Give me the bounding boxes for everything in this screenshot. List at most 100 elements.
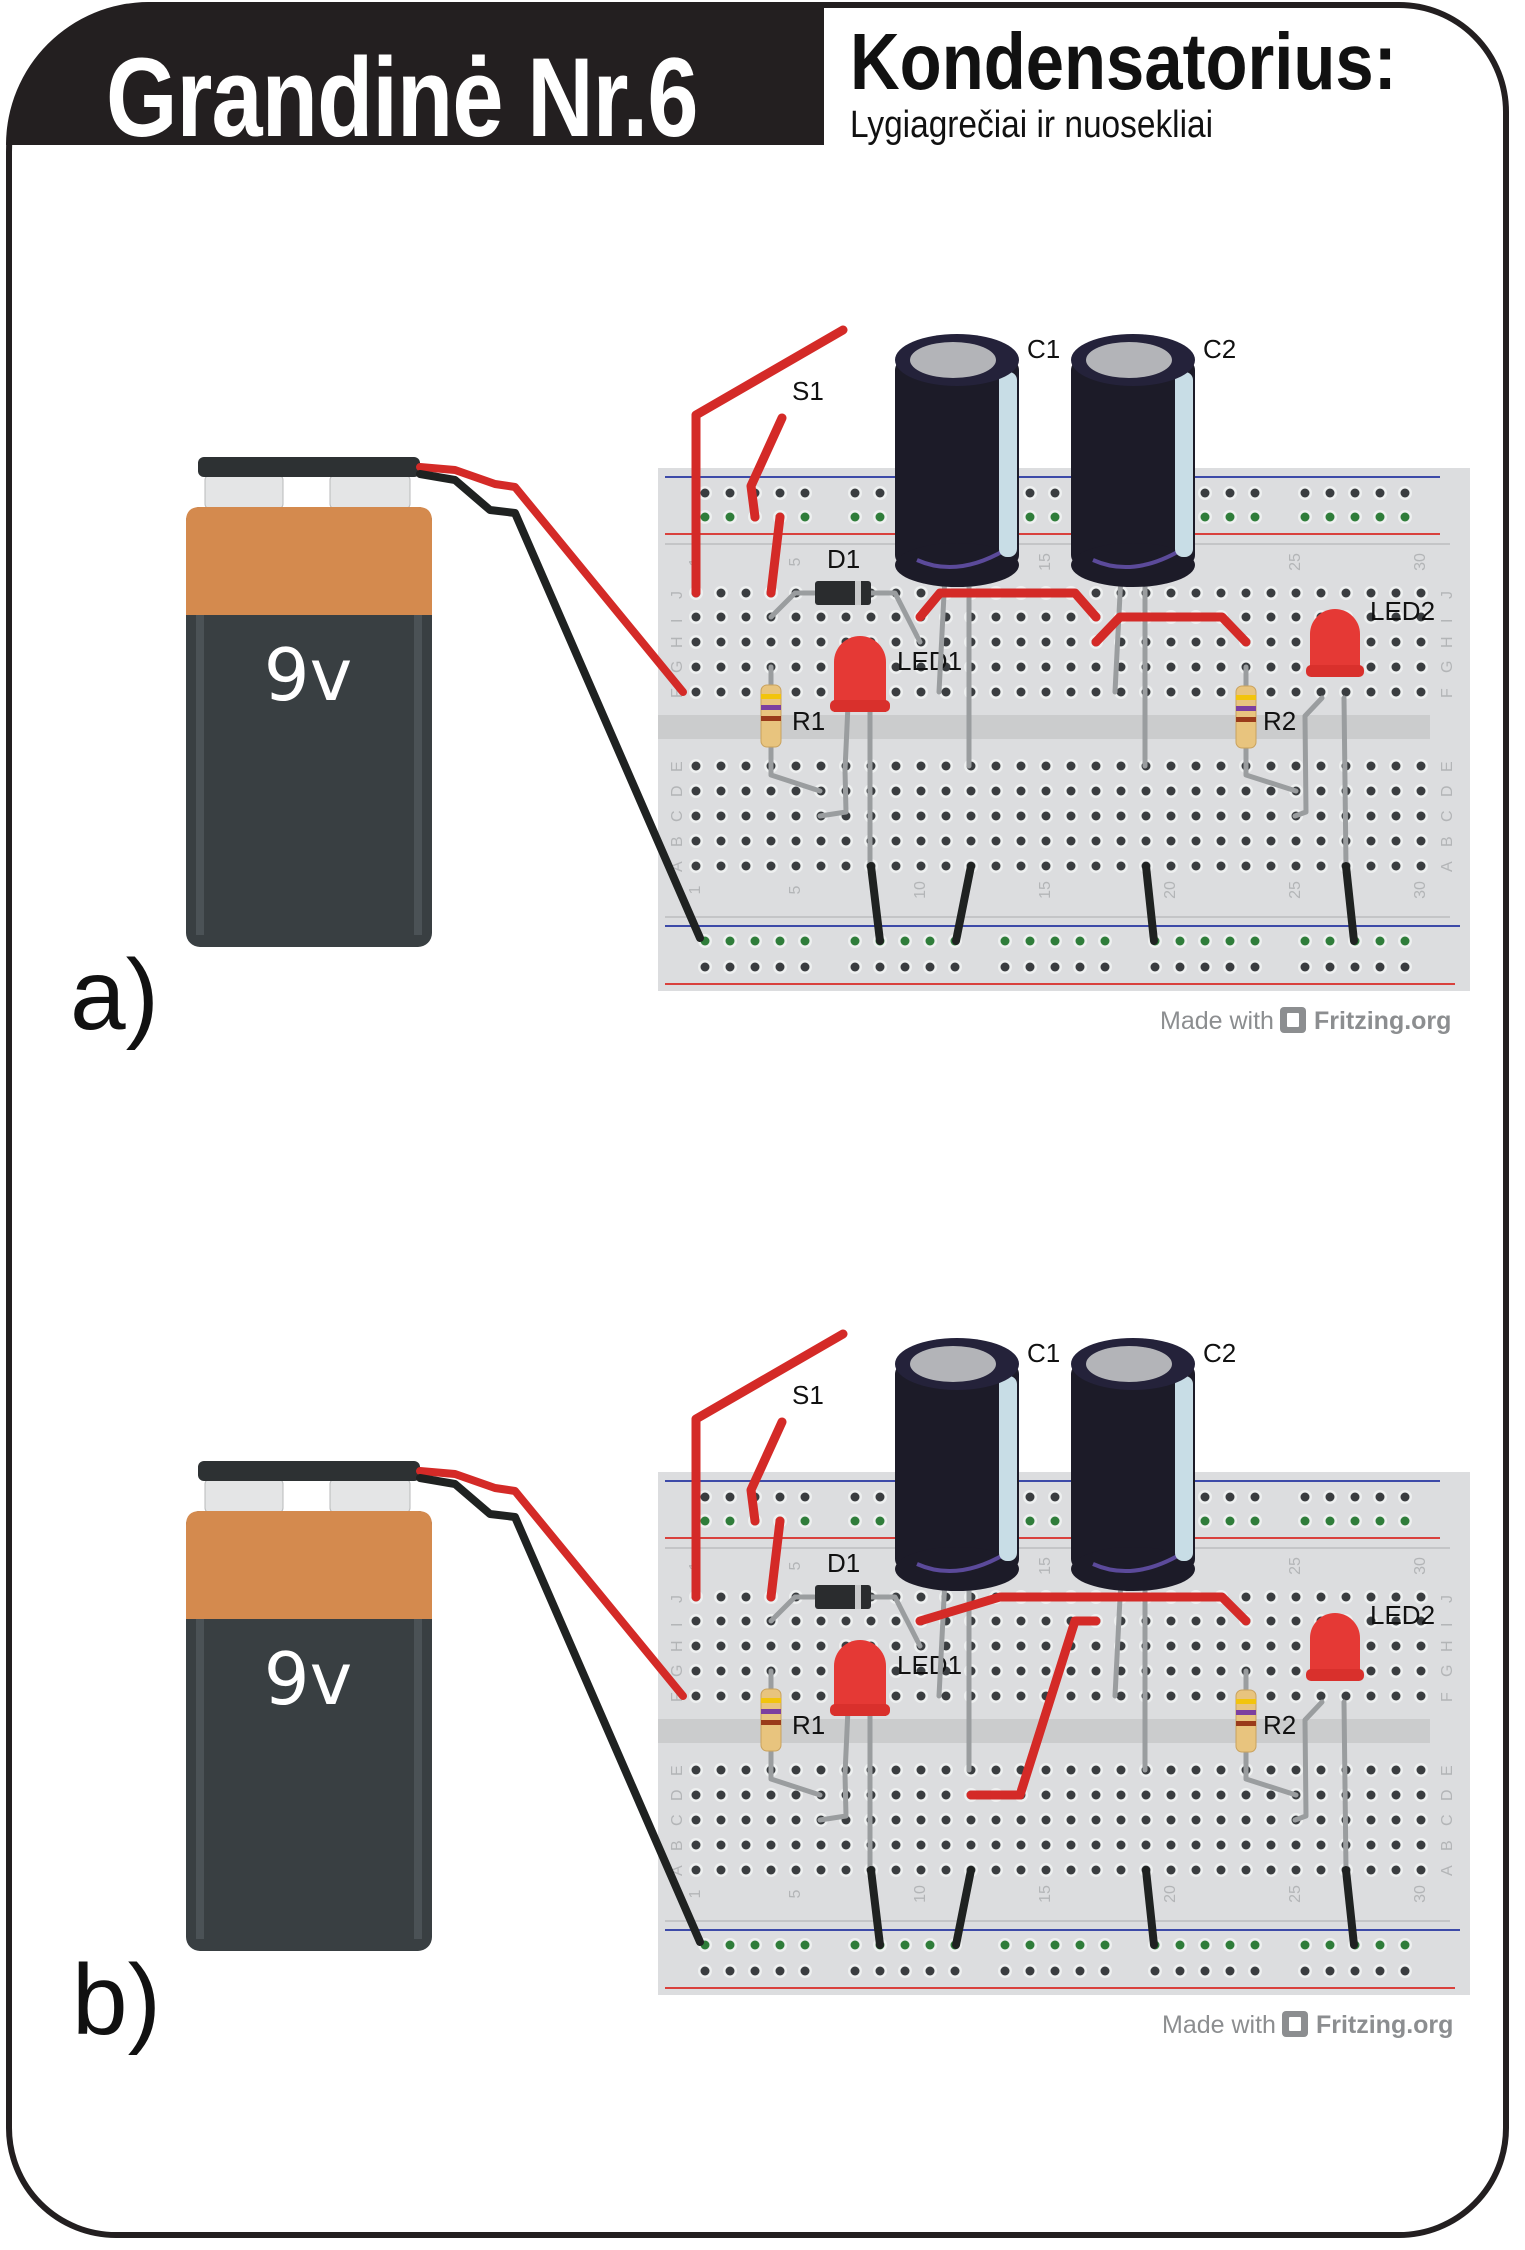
label-d1: D1 — [827, 544, 860, 574]
battery-highlight — [196, 615, 204, 935]
terminal-hole — [1316, 761, 1326, 771]
terminal-hole — [1241, 612, 1251, 622]
battery-lead-red — [416, 1467, 687, 1700]
terminal-hole — [741, 637, 751, 647]
capacitor-top — [910, 342, 996, 378]
column-number-bottom: 5 — [787, 1889, 804, 1898]
capacitor-c1: C1 — [895, 334, 1060, 769]
terminal-hole — [1391, 662, 1401, 672]
terminal-hole — [1291, 588, 1301, 598]
terminal-hole — [1041, 687, 1051, 697]
breadboard: JJIIHHGGFFEEDDCCBBAA11551010151520202525… — [658, 1472, 1470, 1995]
terminal-hole — [1241, 861, 1251, 871]
rail-hole — [900, 1940, 910, 1950]
rail-hole — [1075, 1940, 1085, 1950]
rail-hole — [1075, 936, 1085, 946]
capacitor-polarity-stripe — [999, 372, 1017, 557]
terminal-hole — [1391, 1641, 1401, 1651]
terminal-hole — [1316, 1840, 1326, 1850]
rail-hole — [1225, 512, 1235, 522]
battery-terminal — [329, 1478, 411, 1514]
rail-hole — [1200, 512, 1210, 522]
terminal-hole — [1016, 1840, 1026, 1850]
rail-hole — [1250, 962, 1260, 972]
terminal-hole — [1216, 1641, 1226, 1651]
terminal-hole — [1266, 811, 1276, 821]
terminal-hole — [1366, 836, 1376, 846]
terminal-hole — [1141, 1815, 1151, 1825]
credit-prefix: Made with — [1160, 1007, 1274, 1035]
rail-hole — [1100, 962, 1110, 972]
terminal-hole — [1266, 1641, 1276, 1651]
terminal-hole — [941, 1840, 951, 1850]
resistor-band — [761, 1720, 781, 1725]
rail-hole — [1025, 1940, 1035, 1950]
battery-9v: 9v — [186, 1461, 432, 1951]
switch-s1-jumper — [766, 512, 785, 598]
capacitor-body — [895, 360, 1019, 565]
terminal-hole — [1166, 588, 1176, 598]
column-number-bottom: 1 — [687, 1889, 704, 1898]
resistor-band — [761, 716, 781, 721]
topic-title: Kondensatorius: — [850, 17, 1397, 106]
terminal-hole — [1216, 637, 1226, 647]
panel-label-a: a) — [70, 939, 159, 1051]
terminal-hole — [1266, 1592, 1276, 1602]
terminal-hole — [1116, 687, 1126, 697]
row-letter-left: H — [669, 1640, 686, 1652]
terminal-hole — [1166, 1765, 1176, 1775]
rail-hole — [1375, 1966, 1385, 1976]
terminal-hole — [816, 1840, 826, 1850]
rail-hole — [1250, 488, 1260, 498]
terminal-hole — [1316, 811, 1326, 821]
label-r2: R2 — [1263, 1710, 1296, 1740]
terminal-hole — [1416, 1592, 1426, 1602]
rail-hole — [725, 962, 735, 972]
rail-hole — [1300, 1940, 1310, 1950]
fritzing-logo-icon — [1279, 1007, 1306, 1033]
rail-hole — [875, 1966, 885, 1976]
terminal-hole — [891, 637, 901, 647]
rail-hole — [1400, 1516, 1410, 1526]
terminal-hole — [891, 761, 901, 771]
terminal-hole — [1291, 662, 1301, 672]
terminal-hole — [1091, 1765, 1101, 1775]
rail-hole — [1250, 936, 1260, 946]
row-letter-right: F — [1439, 1692, 1456, 1702]
terminal-hole — [866, 612, 876, 622]
terminal-hole — [1141, 786, 1151, 796]
terminal-hole — [791, 662, 801, 672]
terminal-hole — [1266, 861, 1276, 871]
terminal-hole — [991, 637, 1001, 647]
rail-hole — [1225, 488, 1235, 498]
rail-hole — [1050, 488, 1060, 498]
terminal-hole — [1241, 836, 1251, 846]
diode-cathode-band — [855, 581, 861, 605]
terminal-hole — [1216, 836, 1226, 846]
terminal-hole — [1391, 1815, 1401, 1825]
terminal-hole — [1166, 861, 1176, 871]
terminal-hole — [1041, 612, 1051, 622]
terminal-hole — [1216, 1790, 1226, 1800]
rail-hole — [1350, 1492, 1360, 1502]
row-letter-right: G — [1439, 661, 1456, 673]
terminal-hole — [1166, 786, 1176, 796]
terminal-hole — [1116, 786, 1126, 796]
terminal-hole — [741, 761, 751, 771]
rail-hole — [1400, 962, 1410, 972]
terminal-hole — [916, 1691, 926, 1701]
terminal-hole — [1416, 786, 1426, 796]
terminal-hole — [991, 1765, 1001, 1775]
terminal-hole — [916, 761, 926, 771]
rail-hole — [875, 962, 885, 972]
rail-hole — [1300, 1492, 1310, 1502]
terminal-hole — [716, 1790, 726, 1800]
terminal-hole — [1266, 687, 1276, 697]
battery-terminal — [329, 474, 411, 510]
topic-description: Lygiagrečiai ir nuosekliai — [850, 104, 1214, 146]
terminal-hole — [1391, 1790, 1401, 1800]
terminal-hole — [1041, 1790, 1051, 1800]
rail-hole — [1175, 1966, 1185, 1976]
terminal-hole — [1066, 1765, 1076, 1775]
terminal-hole — [691, 1666, 701, 1676]
